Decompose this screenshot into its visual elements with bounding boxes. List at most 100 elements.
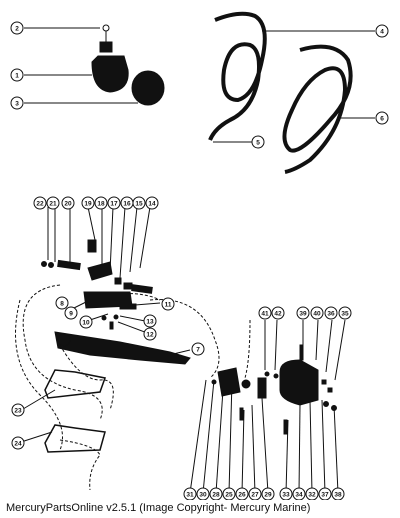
callout-circle-27	[248, 487, 262, 500]
cap-screw-part	[102, 24, 110, 32]
callout-circle-42	[271, 306, 285, 320]
pin-12	[109, 321, 114, 330]
callout-circle-17	[107, 196, 121, 210]
callout-label-5: 5	[256, 139, 260, 146]
nut-37	[323, 401, 329, 407]
callout-label-1: 1	[15, 72, 19, 79]
diaphragm-part	[131, 70, 165, 106]
callout-label-8: 8	[60, 300, 64, 307]
callout-circle-13	[143, 314, 157, 328]
callout-label-11: 11	[165, 301, 172, 308]
callout-label-19: 19	[84, 200, 92, 207]
callout-circle-19	[81, 196, 95, 210]
callout-label-17: 17	[110, 200, 118, 207]
callout-circle-10	[79, 315, 93, 329]
callout-circle-14	[145, 196, 159, 210]
callout-label-33: 33	[282, 491, 290, 498]
callout-label-4: 4	[380, 28, 384, 35]
pin-36	[321, 379, 327, 385]
callout-label-30: 30	[199, 491, 207, 498]
callout-circle-28	[209, 487, 223, 500]
callout-label-35: 35	[341, 310, 349, 317]
callout-label-21: 21	[49, 200, 57, 207]
o-ring-22	[41, 261, 47, 267]
callout-label-24: 24	[14, 440, 22, 447]
callout-label-27: 27	[251, 491, 259, 498]
callout-circle-3	[10, 96, 24, 110]
callout-circle-11	[161, 297, 175, 311]
callout-circle-5	[251, 135, 265, 149]
callout-circle-1	[10, 68, 24, 82]
tip-11	[119, 303, 137, 310]
callout-circle-37	[318, 487, 332, 500]
shaft-7	[54, 331, 191, 365]
callout-label-7: 7	[196, 346, 200, 353]
spring-14	[131, 284, 153, 294]
callout-label-16: 16	[123, 200, 131, 207]
callout-label-6: 6	[380, 115, 384, 122]
washer-15	[123, 282, 133, 290]
nut-25	[241, 379, 251, 389]
exploded-parts-diagram: 1234567891011121314151617181920212223242…	[10, 11, 389, 500]
callout-label-39: 39	[299, 310, 307, 317]
screw-39	[299, 344, 304, 361]
pin-20	[57, 259, 81, 271]
bolt-29	[257, 377, 267, 399]
body-17	[87, 261, 113, 281]
hose-long	[282, 44, 353, 174]
callout-circle-25	[222, 487, 236, 500]
valve-block-32	[279, 359, 319, 406]
screw-10	[101, 315, 107, 321]
washer-30	[211, 379, 217, 385]
callout-label-26: 26	[238, 491, 246, 498]
callout-circle-8	[55, 296, 69, 310]
callout-label-34: 34	[295, 491, 303, 498]
callout-circle-35	[338, 306, 352, 320]
ring-41	[264, 371, 270, 377]
valve-body-part	[91, 55, 129, 93]
callout-circle-30	[196, 487, 210, 500]
callout-label-20: 20	[64, 200, 72, 207]
o-ring-21	[48, 262, 54, 268]
tube-24	[44, 424, 106, 453]
callout-circle-4	[375, 24, 389, 38]
callout-label-3: 3	[15, 100, 19, 107]
screw-33	[283, 419, 288, 435]
callout-label-10: 10	[82, 319, 90, 326]
callout-label-31: 31	[186, 491, 194, 498]
hose-short	[208, 11, 267, 141]
callout-label-25: 25	[225, 491, 233, 498]
callout-circle-12	[143, 327, 157, 341]
callout-circle-36	[324, 306, 338, 320]
shaft-end-7	[57, 333, 71, 347]
callout-label-15: 15	[135, 200, 143, 207]
callout-label-22: 22	[36, 200, 44, 207]
plug-19	[87, 239, 97, 253]
callout-group: 1234567891011121314151617181920212223242…	[10, 21, 389, 500]
callout-circle-20	[61, 196, 75, 210]
callout-circle-6	[375, 111, 389, 125]
callout-label-41: 41	[261, 310, 269, 317]
ring-42	[273, 373, 279, 379]
screw-26	[239, 407, 244, 421]
copyright-footer: MercuryPartsOnline v2.5.1 (Image Copyrig…	[6, 502, 311, 514]
callout-circle-24	[11, 436, 25, 450]
callout-circle-26	[235, 487, 249, 500]
callout-circle-22	[33, 196, 47, 210]
callout-circle-33	[279, 487, 293, 500]
callout-circle-29	[261, 487, 275, 500]
callout-circle-18	[94, 196, 108, 210]
nut-38	[331, 405, 337, 411]
callout-label-29: 29	[264, 491, 272, 498]
bracket-28	[217, 367, 241, 397]
callout-circle-31	[183, 487, 197, 500]
ball-13	[113, 314, 119, 320]
callout-label-32: 32	[308, 491, 316, 498]
callout-circle-7	[191, 342, 205, 356]
callout-label-38: 38	[334, 491, 342, 498]
callout-label-18: 18	[97, 200, 105, 207]
callout-label-12: 12	[146, 331, 154, 338]
callout-label-37: 37	[321, 491, 329, 498]
callout-label-28: 28	[212, 491, 220, 498]
callout-label-13: 13	[146, 318, 154, 325]
